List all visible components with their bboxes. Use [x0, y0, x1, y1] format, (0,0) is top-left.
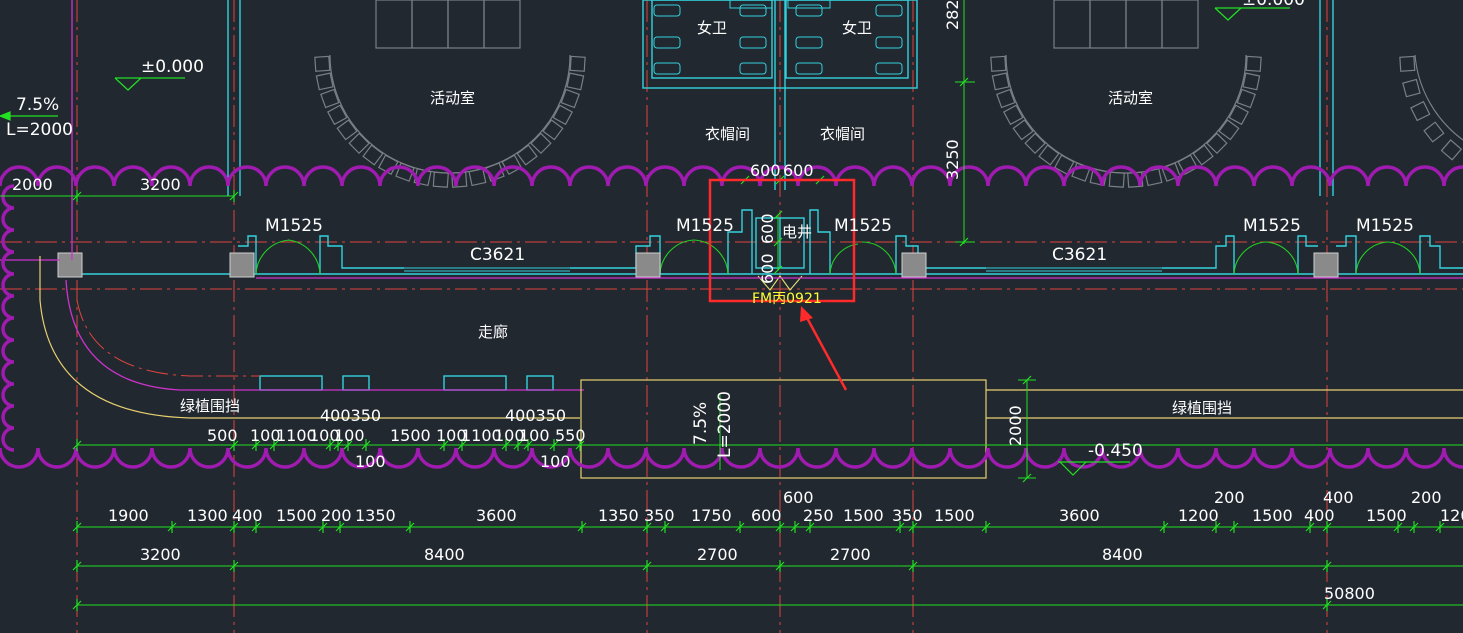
row2-2: 400 [232, 506, 263, 525]
row2-7: 1350 [598, 506, 639, 525]
ramp-length-left: L=2000 [6, 120, 73, 140]
door-tag-fm0921: FM丙0921 [752, 291, 822, 307]
row1-3: 100 [309, 426, 340, 445]
dim-shaft-600a: 600 [750, 161, 781, 180]
row3-0: 3200 [140, 545, 181, 564]
magenta-lines [0, 0, 1463, 391]
dim-row1-upper-a: 400350 [320, 406, 381, 425]
highlight-box [708, 178, 856, 391]
dimension-ticks [72, 77, 1445, 611]
door-tag-m1525-1: M1525 [265, 216, 323, 236]
row1-1: 100 [250, 426, 281, 445]
level-symbols [114, 7, 1290, 476]
row2-1: 1300 [187, 506, 228, 525]
row2-19: 1500 [1366, 506, 1407, 525]
ramp-length-mid: L=2000 [715, 391, 735, 458]
windows [404, 267, 1162, 272]
dim-shaft-v600a: 600 [758, 213, 777, 244]
row2_upper-3: 200 [1411, 488, 1442, 507]
level-left: ±0.000 [141, 57, 204, 77]
row2-17: 1500 [1252, 506, 1293, 525]
level-lower: -0.450 [1088, 441, 1143, 461]
dim-shaft-600b: 600 [783, 161, 814, 180]
row2-8: 350 [644, 506, 675, 525]
room-label-electric-shaft: 电井 [782, 223, 812, 241]
row2-16: 1200 [1178, 506, 1219, 525]
row2-6: 3600 [476, 506, 517, 525]
row3-4: 8400 [1102, 545, 1143, 564]
dim-v2820: 2820 [943, 0, 962, 30]
row1-7: 1100 [461, 426, 502, 445]
window-tag-c3621-1: C3621 [470, 245, 525, 265]
row2_upper-0: 600 [783, 488, 814, 507]
row3-1: 8400 [424, 545, 465, 564]
room-label-corridor: 走廊 [478, 323, 508, 341]
row2-9: 1750 [691, 506, 732, 525]
row2-15: 3600 [1059, 506, 1100, 525]
revision-clouds [0, 165, 1463, 469]
row2-20: 120 [1440, 506, 1463, 525]
window-tag-c3621-2: C3621 [1052, 245, 1107, 265]
row3-3: 2700 [830, 545, 871, 564]
row1-10: 550 [555, 426, 586, 445]
fm-door-swings [757, 275, 803, 291]
door-tag-m1525-2: M1525 [676, 216, 734, 236]
row1-9: 100 [519, 426, 550, 445]
row2-11: 250 [803, 506, 834, 525]
row2-10: 600 [751, 506, 782, 525]
dim-top-2000: 2000 [12, 175, 53, 194]
label-planter-left: 绿植围挡 [180, 397, 240, 415]
label-planter-right: 绿植围挡 [1172, 399, 1232, 417]
ramp-slope-mid: 7.5% [691, 402, 711, 445]
row1-8: 100 [494, 426, 525, 445]
row1-4: 100 [334, 426, 365, 445]
room-label-cloak-left: 衣帽间 [705, 125, 750, 143]
dim-top-3200: 3200 [140, 175, 181, 194]
row2-12: 1500 [843, 506, 884, 525]
columns [57, 252, 1339, 278]
room-label-womens-right: 女卫 [842, 19, 872, 37]
dim-v2000: 2000 [1006, 405, 1025, 446]
dim-total: 50800 [1324, 584, 1375, 603]
dim-row1-upper-b: 400350 [505, 406, 566, 425]
furniture-right [1005, 0, 1463, 174]
room-label-womens-left: 女卫 [697, 19, 727, 37]
dim-row1-lower-b: 100 [540, 452, 571, 471]
row2-0: 1900 [108, 506, 149, 525]
door-tag-m1525-5: M1525 [1356, 216, 1414, 236]
row2-18: 400 [1304, 506, 1335, 525]
row2_upper-1: 200 [1214, 488, 1245, 507]
planter-outline [39, 256, 1463, 479]
door-tag-m1525-4: M1525 [1243, 216, 1301, 236]
row3-2: 2700 [697, 545, 738, 564]
dim-shaft-v600b: 600 [758, 253, 777, 284]
row1-2: 1100 [276, 426, 317, 445]
row2-3: 1500 [276, 506, 317, 525]
row2-5: 1350 [355, 506, 396, 525]
walls [58, 0, 1463, 391]
row1-0: 500 [207, 426, 238, 445]
level-top-right: ±0.000 [1242, 0, 1305, 10]
dim-row1-lower-a: 100 [355, 452, 386, 471]
row2-14: 1500 [934, 506, 975, 525]
row1-5: 1500 [390, 426, 431, 445]
room-label-activity-left: 活动室 [430, 89, 475, 107]
door-tag-m1525-3: M1525 [834, 216, 892, 236]
row2-4: 200 [321, 506, 352, 525]
dim-v3250: 3250 [943, 139, 962, 180]
row2_upper-2: 400 [1323, 488, 1354, 507]
door-swings [255, 239, 1421, 275]
room-label-cloak-right: 衣帽间 [820, 125, 865, 143]
slope-arrow [0, 111, 58, 121]
row1-6: 100 [436, 426, 467, 445]
corridor-curve [76, 299, 260, 377]
room-label-activity-right: 活动室 [1108, 89, 1153, 107]
toilet-stalls [653, 0, 903, 75]
ramp-slope-left: 7.5% [16, 95, 59, 115]
row2-13: 350 [892, 506, 923, 525]
